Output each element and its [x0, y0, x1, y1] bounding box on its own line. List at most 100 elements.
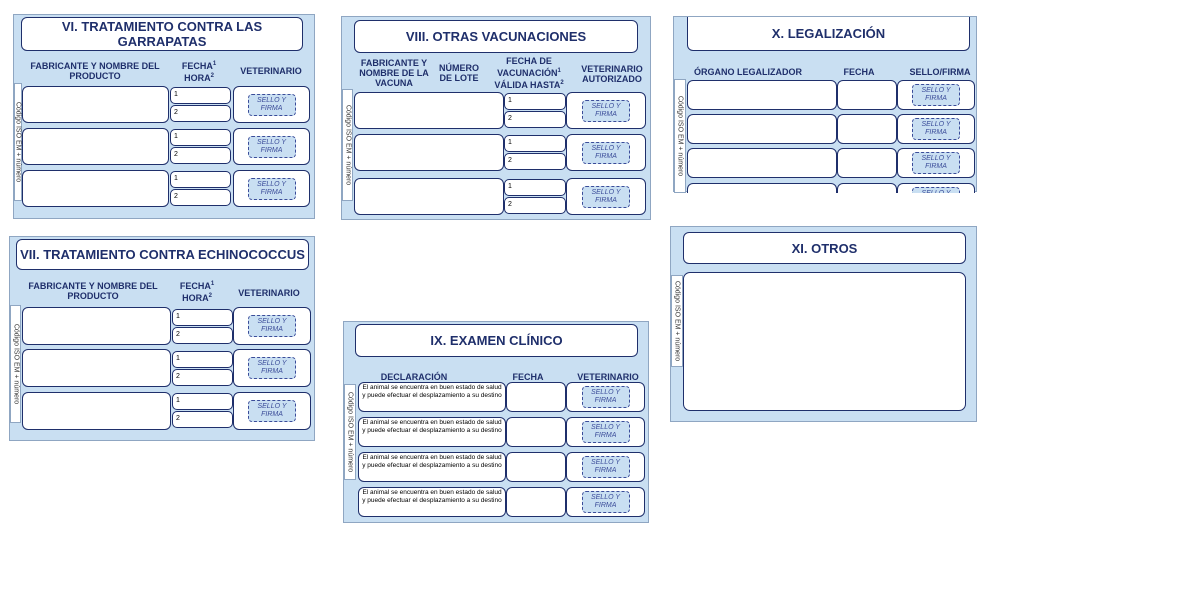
otros-field[interactable]: [683, 272, 966, 411]
sello-stamp: SELLO Y FIRMA: [582, 141, 630, 164]
organo-field[interactable]: [687, 183, 837, 193]
vet-sign-field[interactable]: SELLO Y FIRMA: [233, 307, 311, 345]
vet-sign-field[interactable]: SELLO Y FIRMA: [233, 349, 311, 387]
col-vet-header: VETERINARIO: [240, 66, 302, 76]
date-field-1[interactable]: 1: [172, 351, 233, 368]
sello-firma-field[interactable]: SELLO Y FIRMA: [897, 80, 975, 110]
col-vet-header: VETERINARIO: [577, 372, 639, 382]
sello-stamp: SELLO Y FIRMA: [582, 185, 630, 208]
side-label: Código ISO EM + número: [344, 384, 356, 480]
declaration-text: El animal se encuentra en buen estado de…: [358, 382, 506, 412]
side-label: Código ISO EM + número: [10, 305, 21, 423]
vaccine-field[interactable]: [354, 92, 504, 129]
organo-field[interactable]: [687, 114, 837, 144]
date-field[interactable]: [506, 417, 566, 447]
section-ix-panel: IX. EXAMEN CLÍNICO DECLARACIÓN FECHA VET…: [343, 321, 649, 523]
col-fecha-hora-header: FECHA1 HORA2: [179, 281, 215, 303]
col-product-header: FABRICANTE Y NOMBRE DEL PRODUCTO: [30, 61, 160, 81]
date-field-2[interactable]: 2: [170, 147, 231, 164]
sello-stamp: SELLO Y FIRMA: [247, 177, 296, 200]
vet-sign-field[interactable]: SELLO Y FIRMA: [233, 392, 311, 430]
declaration-text: El animal se encuentra en buen estado de…: [358, 487, 506, 517]
col-vet-header: VETERINARIO AUTORIZADO: [581, 64, 643, 84]
date-field[interactable]: [506, 452, 566, 482]
section-xi-title: XI. OTROS: [683, 232, 966, 264]
date-field-1[interactable]: 1: [170, 87, 231, 104]
date-field[interactable]: [837, 183, 897, 193]
date-field-2[interactable]: 2: [172, 369, 233, 386]
section-x-panel: X. LEGALIZACIÓN ÓRGANO LEGALIZADOR FECHA…: [673, 16, 977, 193]
date-field-2[interactable]: 2: [170, 105, 231, 122]
sello-stamp: SELLO Y FIRMA: [912, 84, 960, 106]
section-vi-panel: VI. TRATAMIENTO CONTRA LAS GARRAPATAS FA…: [13, 14, 315, 219]
sello-stamp: SELLO Y FIRMA: [912, 118, 960, 140]
date-field[interactable]: [506, 487, 566, 517]
date-field[interactable]: [506, 382, 566, 412]
section-xi-panel: XI. OTROS Código ISO EM + número: [670, 226, 977, 422]
date-field-1[interactable]: 1: [504, 135, 566, 152]
product-field[interactable]: [22, 349, 171, 387]
vet-sign-field[interactable]: SELLO Y FIRMA: [566, 452, 645, 482]
vet-sign-field[interactable]: SELLO Y FIRMA: [566, 382, 645, 412]
sello-firma-field[interactable]: SELLO Y FIRMA: [897, 114, 975, 144]
sello-stamp: SELLO Y FIRMA: [912, 152, 960, 174]
product-field[interactable]: [22, 170, 169, 207]
sello-stamp: SELLO Y FIRMA: [581, 456, 630, 478]
vaccine-field[interactable]: [354, 134, 504, 171]
vaccine-field[interactable]: [354, 178, 504, 215]
side-label: Código ISO EM + número: [342, 89, 353, 201]
sello-stamp: SELLO Y FIRMA: [581, 421, 630, 443]
sello-stamp: SELLO Y FIRMA: [248, 315, 296, 337]
vet-sign-field[interactable]: SELLO Y FIRMA: [233, 86, 310, 123]
sello-stamp: SELLO Y FIRMA: [248, 357, 296, 379]
sello-firma-field[interactable]: SELLO Y FIRMA: [897, 148, 975, 178]
product-field[interactable]: [22, 307, 171, 345]
sello-stamp: SELLO Y FIRMA: [582, 99, 630, 122]
date-field-1[interactable]: 1: [504, 179, 566, 196]
product-field[interactable]: [22, 128, 169, 165]
vet-sign-field[interactable]: SELLO Y FIRMA: [233, 170, 310, 207]
sello-firma-field[interactable]: SELLO Y FIRMA: [897, 183, 975, 193]
organo-field[interactable]: [687, 80, 837, 110]
date-field-2[interactable]: 2: [172, 327, 233, 344]
side-label: Código ISO EM + número: [671, 275, 683, 367]
vet-sign-field[interactable]: SELLO Y FIRMA: [233, 128, 310, 165]
col-fecha-vacunacion-header: FECHA DE VACUNACIÓN1 VÁLIDA HASTA2: [494, 56, 564, 90]
sello-stamp: SELLO Y FIRMA: [912, 187, 960, 193]
date-field-1[interactable]: 1: [170, 129, 231, 146]
section-viii-panel: VIII. OTRAS VACUNACIONES FABRICANTE Y NO…: [341, 16, 651, 220]
section-vii-title: VII. TRATAMIENTO CONTRA ECHINOCOCCUS: [16, 239, 309, 270]
date-field-2[interactable]: 2: [170, 189, 231, 206]
date-field-2[interactable]: 2: [504, 153, 566, 170]
date-field[interactable]: [837, 148, 897, 178]
vet-sign-field[interactable]: SELLO Y FIRMA: [566, 92, 646, 129]
declaration-text: El animal se encuentra en buen estado de…: [358, 452, 506, 482]
date-field-2[interactable]: 2: [504, 197, 566, 214]
vet-sign-field[interactable]: SELLO Y FIRMA: [566, 417, 645, 447]
sello-stamp: SELLO Y FIRMA: [247, 93, 296, 116]
section-x-title: X. LEGALIZACIÓN: [687, 17, 970, 51]
col-lote-header: NÚMERO DE LOTE: [439, 63, 479, 83]
date-field[interactable]: [837, 114, 897, 144]
date-field-2[interactable]: 2: [504, 111, 566, 128]
col-decl-header: DECLARACIÓN: [380, 372, 448, 382]
product-field[interactable]: [22, 392, 171, 430]
date-field-1[interactable]: 1: [172, 309, 233, 326]
product-field[interactable]: [22, 86, 169, 123]
vet-sign-field[interactable]: SELLO Y FIRMA: [566, 178, 646, 215]
side-label: Código ISO EM + número: [14, 83, 22, 201]
sello-stamp: SELLO Y FIRMA: [248, 400, 296, 422]
col-product-header: FABRICANTE Y NOMBRE DEL PRODUCTO: [28, 281, 158, 301]
vet-sign-field[interactable]: SELLO Y FIRMA: [566, 134, 646, 171]
section-vi-title: VI. TRATAMIENTO CONTRA LAS GARRAPATAS: [21, 17, 303, 51]
organo-field[interactable]: [687, 148, 837, 178]
section-viii-title: VIII. OTRAS VACUNACIONES: [354, 20, 638, 53]
date-field-1[interactable]: 1: [504, 93, 566, 110]
date-field-1[interactable]: 1: [172, 393, 233, 410]
date-field[interactable]: [837, 80, 897, 110]
sello-stamp: SELLO Y FIRMA: [581, 491, 630, 513]
date-field-2[interactable]: 2: [172, 411, 233, 428]
col-fecha-hora-header: FECHA1 HORA2: [181, 61, 217, 83]
date-field-1[interactable]: 1: [170, 171, 231, 188]
vet-sign-field[interactable]: SELLO Y FIRMA: [566, 487, 645, 517]
